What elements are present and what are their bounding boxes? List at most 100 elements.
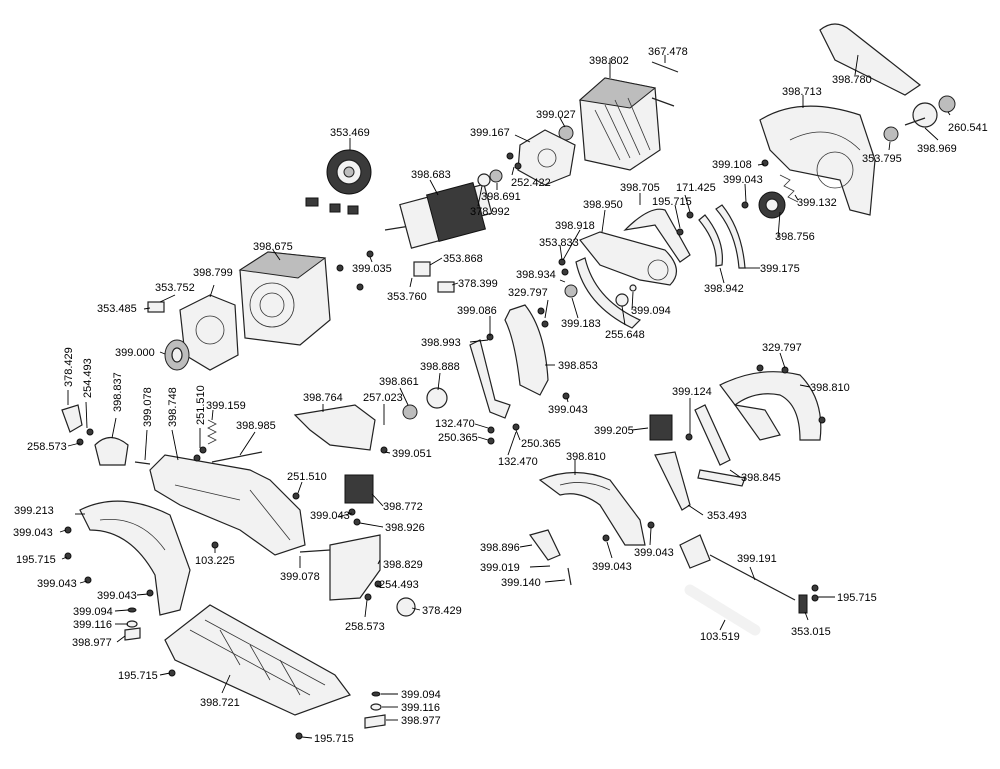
part-label-398-837: 398.837 [112, 372, 124, 412]
part-label-399-019: 399.019 [480, 562, 520, 574]
spring-399-132-shape [779, 174, 799, 203]
part-label-398-713: 398.713 [782, 86, 822, 98]
motor-housing-shape [578, 77, 661, 171]
part-label-399-078-b: 399.078 [280, 571, 320, 583]
part-label-250-365-a: 250.365 [438, 432, 478, 444]
base-plate-shape [164, 604, 351, 716]
part-label-398-942: 398.942 [704, 283, 744, 295]
part-label-353-485: 353.485 [97, 303, 137, 315]
part-label-398-950: 398.950 [583, 199, 623, 211]
riving-knife-shape [469, 339, 511, 419]
part-label-399-140: 399.140 [501, 577, 541, 589]
band-399-175-shape [715, 204, 746, 269]
part-label-251-510-a: 251.510 [195, 385, 207, 425]
part-label-353-760: 353.760 [387, 291, 427, 303]
part-label-399-094-a: 399.094 [631, 305, 671, 317]
part-label-398-829: 398.829 [383, 559, 423, 571]
part-label-398-977-a: 398.977 [72, 637, 112, 649]
lower-guard-shape [575, 231, 677, 329]
part-label-398-721: 398.721 [200, 697, 240, 709]
pin-399-140-shape [567, 567, 572, 586]
part-label-378-399: 378.399 [458, 278, 498, 290]
part-399-183-shape [564, 284, 578, 298]
part-label-399-043-e: 399.043 [634, 547, 674, 559]
part-label-398-675: 398.675 [253, 241, 293, 253]
part-label-195-715-a: 195.715 [652, 196, 692, 208]
part-label-399-043-g: 399.043 [37, 578, 77, 590]
flange-shape [912, 102, 938, 128]
base-housing-shape [149, 454, 306, 556]
part-label-195-715-e: 195.715 [314, 733, 354, 745]
armature-shape [384, 181, 493, 249]
part-label-398-969: 398.969 [917, 143, 957, 155]
washer-398-888-shape [426, 387, 448, 409]
part-label-132-470-b: 132.470 [498, 456, 538, 468]
part-label-399-205: 399.205 [594, 425, 634, 437]
part-label-399-043-h: 399.043 [97, 590, 137, 602]
part-398-772-shape [344, 474, 374, 504]
bearing-398-691-shape [489, 169, 503, 183]
part-label-399-159: 399.159 [206, 400, 246, 412]
pin-399-078-shape [134, 461, 151, 465]
knob-378-429-b-shape [396, 597, 416, 617]
part-label-258-573-b: 258.573 [345, 621, 385, 633]
part-label-398-810-a: 398.810 [810, 382, 850, 394]
part-398-896-shape [529, 529, 561, 561]
part-label-398-764: 398.764 [303, 392, 343, 404]
part-label-398-845: 398.845 [741, 472, 781, 484]
part-label-398-705: 398.705 [620, 182, 660, 194]
fan-shape [326, 149, 372, 195]
tab-398-977-shape [124, 627, 141, 641]
part-label-398-810-b: 398.810 [566, 451, 606, 463]
part-label-398-748: 398.748 [167, 387, 179, 427]
ring-255-648-shape [615, 293, 629, 307]
cover-398-764-shape [293, 404, 376, 451]
part-label-399-116-b: 399.116 [401, 702, 440, 714]
part-label-353-833: 353.833 [539, 237, 579, 249]
switch-353-485-shape [147, 301, 165, 313]
part-label-353-868: 353.868 [443, 253, 483, 265]
part-label-399-132: 399.132 [797, 197, 837, 209]
brush-plate-shape [517, 129, 576, 186]
part-label-398-861: 398.861 [379, 376, 419, 388]
part-label-398-926: 398.926 [385, 522, 425, 534]
part-number-labels: 398.802 367.478 398.780 399.027 398.713 … [13, 46, 988, 745]
lever-398-845-shape [694, 404, 731, 466]
part-label-367-478: 367.478 [648, 46, 688, 58]
part-label-399-213: 399.213 [14, 505, 54, 517]
part-label-398-799: 398.799 [193, 267, 233, 279]
band-398-942-shape [698, 214, 723, 267]
part-label-399-191: 399.191 [737, 553, 777, 565]
part-label-353-795: 353.795 [862, 153, 902, 165]
part-353-493-shape [654, 451, 691, 511]
part-label-353-752: 353.752 [155, 282, 195, 294]
part-label-399-116-a: 399.116 [73, 619, 112, 631]
part-label-195-715-b: 195.715 [16, 554, 56, 566]
part-label-399-035: 399.035 [352, 263, 392, 275]
support-398-829-shape [329, 534, 381, 601]
part-drawings [61, 23, 956, 740]
clamp-353-015-shape [798, 594, 808, 614]
part-label-378-429-a: 378.429 [63, 347, 75, 387]
part-label-399-124: 399.124 [672, 386, 712, 398]
part-label-399-043-f: 399.043 [592, 561, 632, 573]
dust-chute-shape [819, 23, 922, 96]
blade-guard-lower-shape [79, 500, 191, 616]
motor-housing-main-shape [238, 251, 331, 346]
part-label-398-985: 398.985 [236, 420, 276, 432]
part-label-103-225: 103.225 [195, 555, 235, 567]
washer-378-992-shape [477, 173, 491, 187]
part-label-398-896: 398.896 [480, 542, 520, 554]
part-label-399-078-a: 399.078 [142, 387, 154, 427]
part-label-353-015: 353.015 [791, 626, 831, 638]
part-label-399-043-c: 399.043 [310, 510, 350, 522]
blade-guard-upper-shape [759, 105, 876, 216]
part-label-353-493: 353.493 [707, 510, 747, 522]
part-label-399-167: 399.167 [470, 127, 510, 139]
handle-398-853-shape [504, 304, 549, 396]
rod-398-985-shape [211, 451, 263, 463]
lever-398-705-shape [623, 208, 691, 263]
brush-shape [305, 197, 319, 207]
part-label-329-797-b: 329.797 [762, 342, 802, 354]
